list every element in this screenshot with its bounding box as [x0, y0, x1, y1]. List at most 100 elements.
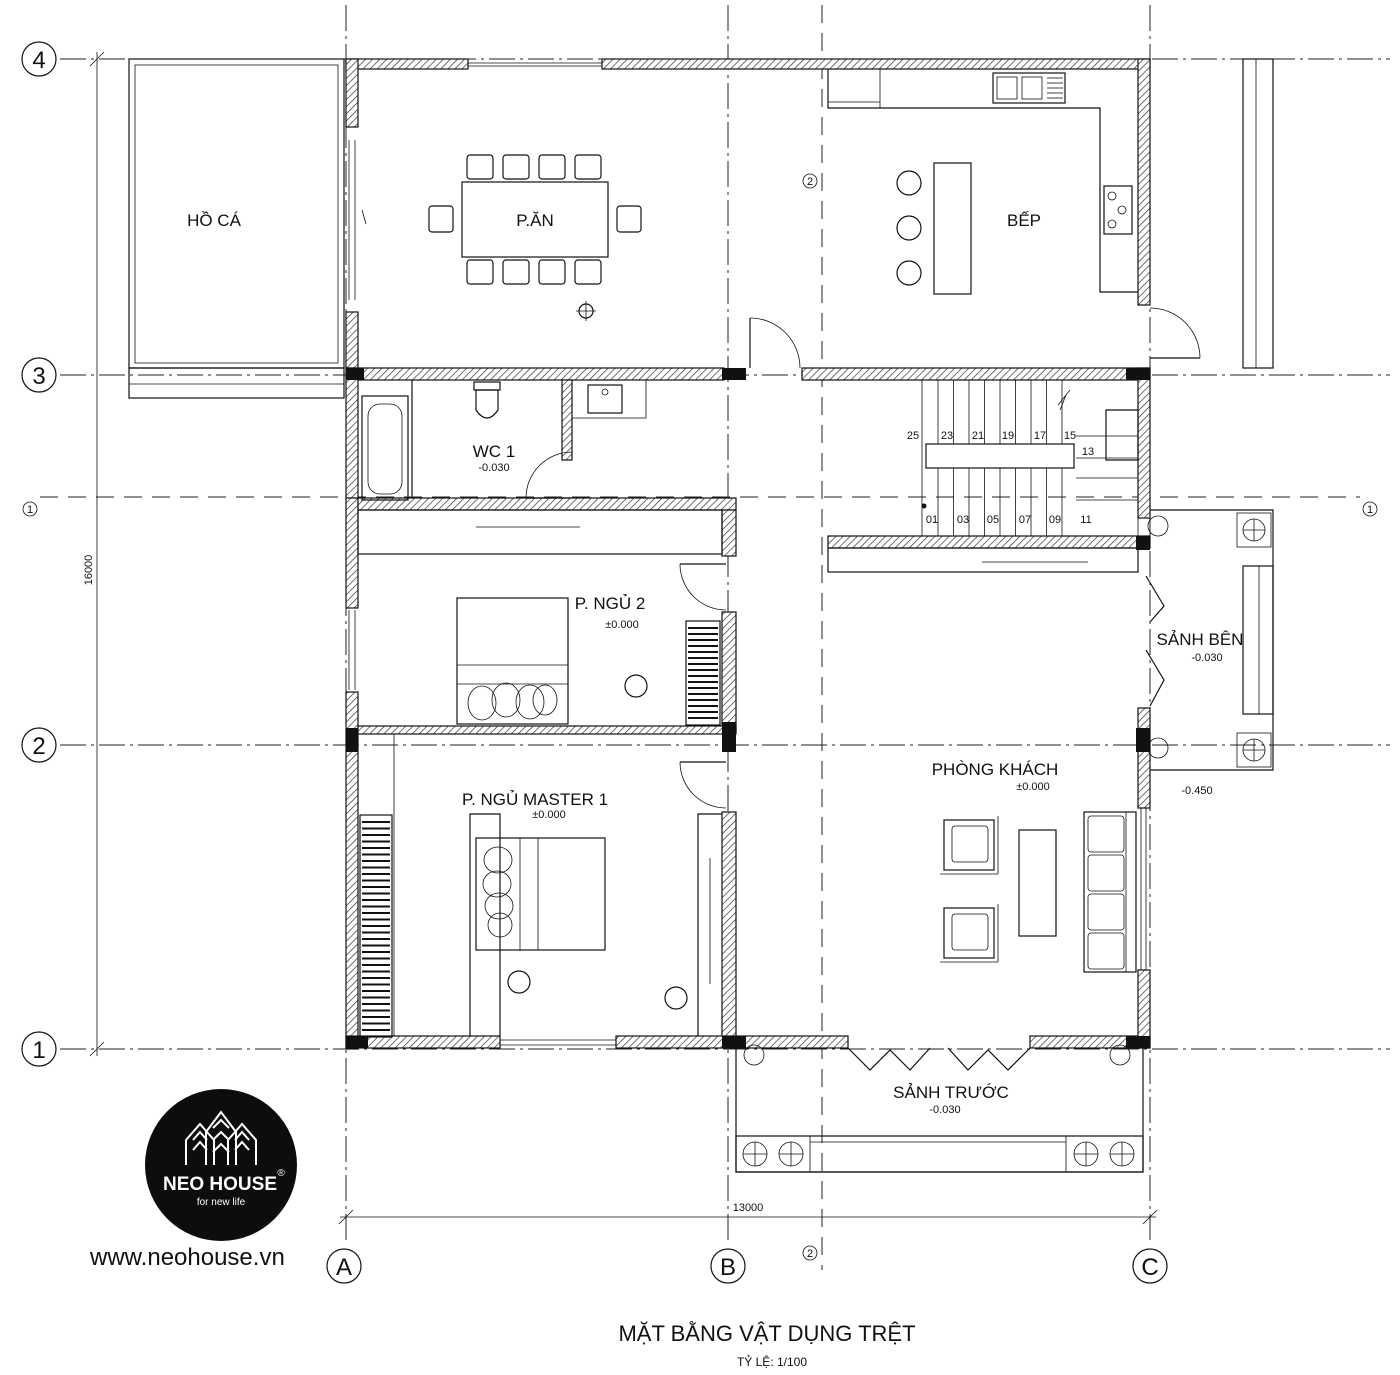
stair-step-label: 05	[987, 514, 999, 526]
stair-step-label: 13	[1082, 446, 1094, 458]
brand-registered: ®	[277, 1168, 285, 1179]
bathtub-icon	[361, 395, 409, 501]
fish-pond: HỒ CÁ	[128, 58, 345, 399]
console-shelf	[827, 547, 1139, 573]
washbasin-icon	[587, 384, 623, 414]
dimension-horizontal: 13000	[338, 1202, 1158, 1225]
planter-icon	[1147, 515, 1169, 759]
level-sanh-ben: -0.030	[1191, 652, 1222, 664]
svg-text:2: 2	[807, 1248, 813, 1260]
dimension-height-label: 16000	[83, 555, 95, 586]
grid-row-bubble-3: 3	[21, 357, 57, 393]
armchair-icon	[940, 816, 999, 875]
level-phong-khach: ±0.000	[1016, 781, 1050, 793]
bed-master	[475, 837, 606, 951]
level-outer: -0.450	[1181, 785, 1212, 797]
grid-row-bubble-1: 1	[21, 1031, 57, 1067]
stair-step-label: 17	[1034, 430, 1046, 442]
room-label-sanh-ben: SẢNH BÊN	[1157, 630, 1244, 649]
dimension-width-label: 13000	[733, 1202, 764, 1214]
room-label-p-ngu2: P. NGỦ 2	[575, 594, 646, 613]
svg-text:1: 1	[1367, 504, 1373, 516]
room-label-p-ngu-master: P. NGỦ MASTER 1	[462, 790, 608, 809]
svg-text:1: 1	[27, 504, 33, 516]
shelf-master	[359, 814, 393, 1038]
dining-room: P.ĂN	[348, 140, 801, 369]
stair-step-label: 03	[957, 514, 969, 526]
level-p-ngu-master: ±0.000	[532, 809, 566, 821]
planter-icon	[735, 1135, 811, 1173]
brand-name: NEO HOUSE	[163, 1174, 277, 1195]
section-marker-right: 1	[1362, 501, 1378, 517]
drawing-scale: TỶ LỆ: 1/100	[737, 1354, 807, 1369]
bed-bedroom-2	[456, 597, 569, 725]
grid-col-label: A	[336, 1254, 352, 1281]
pillows-icon	[482, 846, 514, 938]
kitchen: BẾP	[827, 58, 1274, 369]
bedroom-2: P. NGỦ 2 ±0.000	[348, 509, 727, 726]
toilet-icon	[473, 381, 501, 419]
grid-col-label: C	[1141, 1254, 1158, 1281]
stair-step-label: 23	[941, 430, 953, 442]
ceiling-light-icon	[576, 301, 596, 321]
room-label-bep: BẾP	[1007, 211, 1041, 230]
side-lobby: SẢNH BÊN -0.030 -0.450	[1145, 509, 1274, 797]
grid-row-label: 2	[32, 733, 45, 760]
grid-col-bubble-c: C	[1132, 1248, 1168, 1284]
room-label-phong-khach: PHÒNG KHÁCH	[932, 760, 1059, 779]
planter-icon	[1236, 512, 1272, 548]
dining-table	[461, 181, 609, 258]
section-marker-left: 1	[22, 501, 38, 517]
shelf-bedroom-2	[685, 620, 721, 726]
grid-col-label: B	[720, 1254, 736, 1281]
room-label-ho-ca: HỒ CÁ	[187, 211, 242, 230]
living-room: PHÒNG KHÁCH ±0.000	[827, 547, 1147, 973]
grid-row-label: 4	[32, 47, 45, 74]
grid-col-bubble-b: B	[710, 1248, 746, 1284]
armchair-icon	[940, 904, 999, 963]
stair-step-label: 09	[1049, 514, 1061, 526]
coffee-table	[1018, 829, 1057, 937]
front-lobby: SẢNH TRƯỚC -0.030	[735, 1044, 1144, 1173]
stair-step-label: 15	[1064, 430, 1076, 442]
brand-tagline: for new life	[197, 1197, 246, 1208]
grid-row-bubble-4: 4	[21, 41, 57, 77]
master-bedroom: P. NGỦ MASTER 1 ±0.000	[357, 733, 727, 1038]
wardrobe-bedroom-2	[357, 509, 723, 555]
level-wc1: -0.030	[478, 462, 509, 474]
planter-icon	[1236, 732, 1272, 768]
stair-step-label: 11	[1080, 514, 1091, 526]
section-marker-top: 2	[802, 173, 818, 189]
house-tree-icon	[185, 1110, 257, 1165]
room-label-sanh-truoc: SẢNH TRƯỚC	[893, 1083, 1009, 1102]
kitchen-island	[933, 162, 972, 295]
dimension-vertical: 16000	[83, 51, 105, 1057]
section-marker-bottom: 2	[802, 1245, 818, 1261]
website-url: www.neohouse.vn	[89, 1244, 285, 1271]
stair-step-label: 01	[926, 514, 938, 526]
planter-icon	[1065, 1135, 1144, 1173]
cooktop-icon	[1103, 185, 1133, 235]
stair-step-label: 07	[1019, 514, 1031, 526]
kitchen-sink-icon	[992, 72, 1066, 104]
staircase: 25 23 21 19 17 15 13 01 03 05 07 09 11	[907, 379, 1139, 537]
svg-text:2: 2	[807, 176, 813, 188]
sofa-icon	[1083, 811, 1137, 973]
pillows-icon	[467, 682, 558, 721]
drawing-title: MẶT BẰNG VẬT DỤNG TRỆT	[618, 1321, 915, 1346]
grid-row-label: 1	[32, 1037, 45, 1064]
stair-step-label: 25	[907, 430, 919, 442]
grid-row-bubble-2: 2	[21, 727, 57, 763]
level-sanh-truoc: -0.030	[929, 1104, 960, 1116]
grid-row-label: 3	[32, 363, 45, 390]
room-label-p-an: P.ĂN	[516, 211, 554, 230]
walls	[345, 58, 1151, 1050]
grid-col-bubble-a: A	[326, 1248, 362, 1284]
wc-1: WC 1 -0.030	[358, 379, 647, 501]
level-p-ngu2: ±0.000	[605, 619, 639, 631]
brand-logo: NEO HOUSE ® for new life	[145, 1089, 297, 1241]
room-label-wc1: WC 1	[473, 442, 516, 461]
stair-step-label: 19	[1002, 430, 1014, 442]
stair-step-label: 21	[972, 430, 984, 442]
